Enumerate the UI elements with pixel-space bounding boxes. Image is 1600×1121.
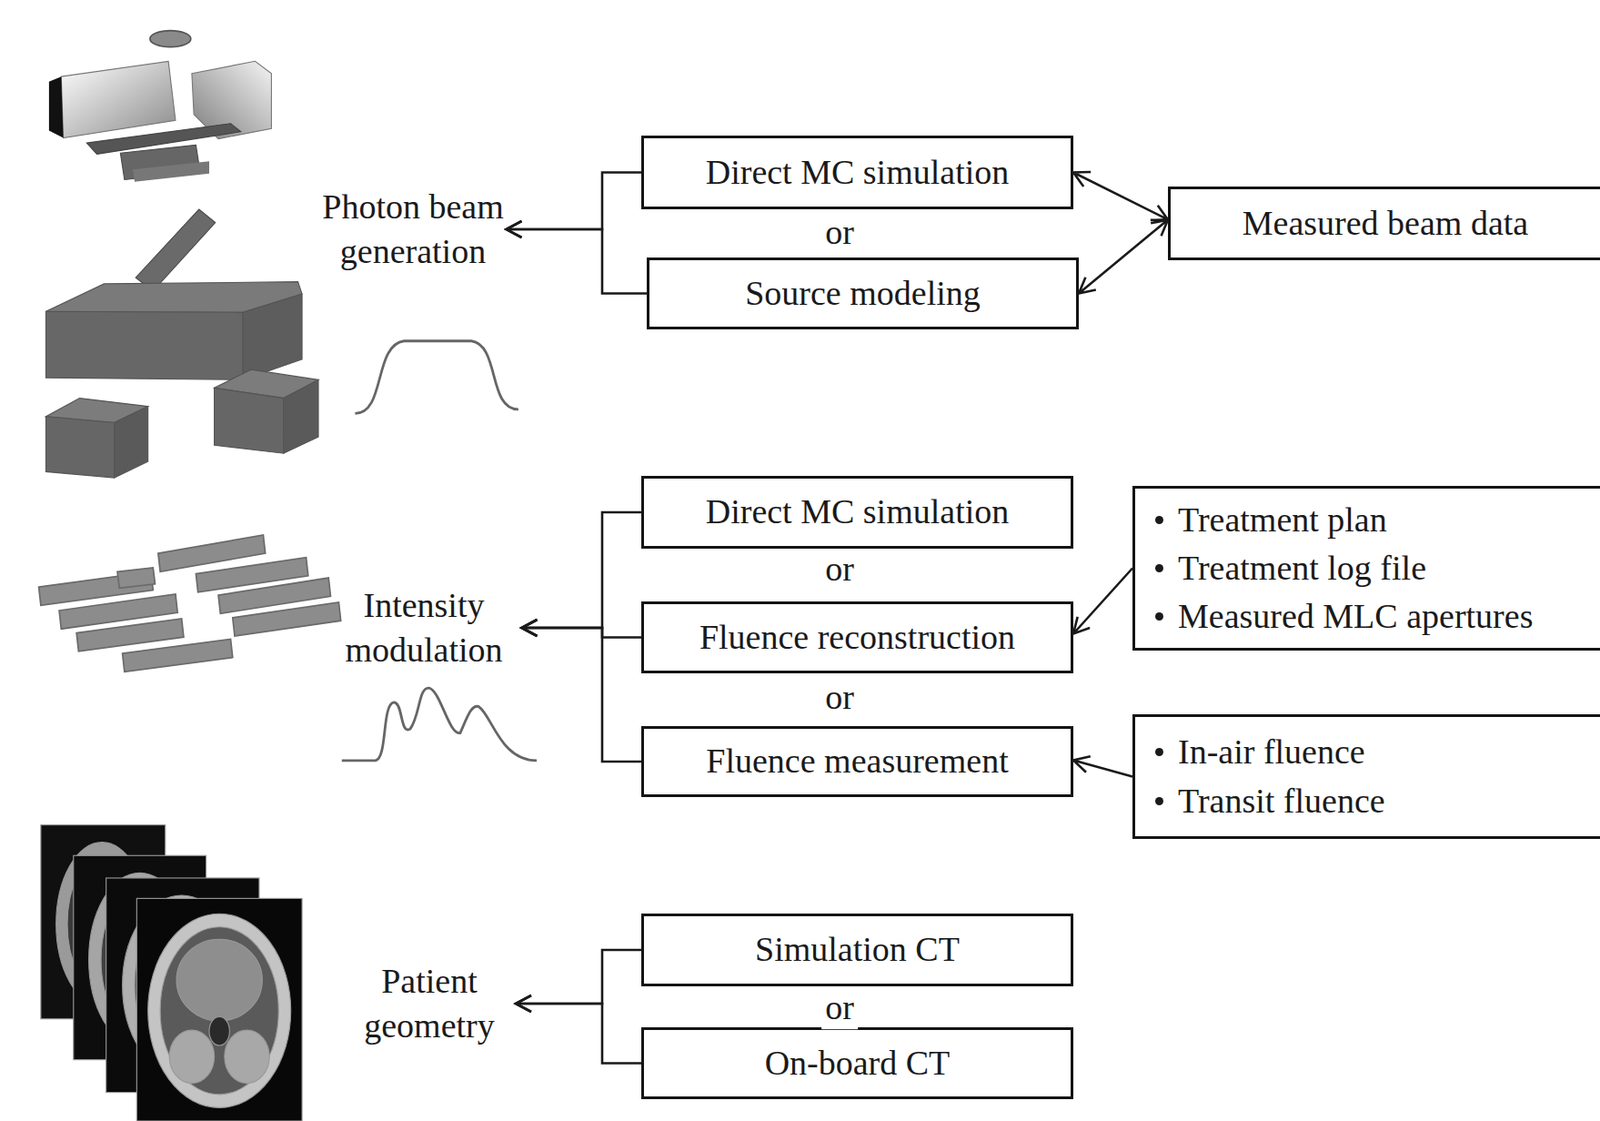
list-item-text: In-air fluence (1177, 727, 1366, 776)
bullet-dot (1155, 612, 1164, 621)
connector-arrow (522, 619, 643, 762)
box-text: Fluence measurement (705, 738, 1008, 784)
box-text: Simulation CT (754, 926, 960, 972)
connector-arrow (1073, 568, 1133, 634)
method-box: Direct MC simulation (641, 475, 1074, 549)
or-label: or (821, 676, 858, 719)
box-text: Direct MC simulation (705, 150, 1010, 195)
bullet-dot (1155, 515, 1164, 524)
list-row: Measured MLC apertures (1155, 592, 1533, 641)
connector-arrow (515, 995, 642, 1064)
method-box: Source modeling (646, 257, 1079, 330)
stage-text: Patient geometry (342, 958, 516, 1049)
stage-label: Patient geometry (342, 958, 516, 1049)
method-box: Fluence reconstruction (641, 601, 1074, 674)
input-box: Measured beam data (1167, 186, 1600, 261)
connector-arrow (506, 172, 643, 239)
input-list-box: Treatment planTreatment log fileMeasured… (1132, 485, 1600, 651)
list-row: Treatment log file (1155, 543, 1427, 593)
connector-arrow (1073, 171, 1168, 221)
box-text: Direct MC simulation (705, 489, 1010, 534)
or-label: or (821, 548, 858, 591)
list-row: In-air fluence (1155, 727, 1366, 776)
stage-text: Intensity modulation (326, 583, 523, 674)
list-row: Transit fluence (1155, 776, 1386, 826)
list-item-text: Transit fluence (1177, 776, 1386, 826)
bullet-dot (1155, 796, 1164, 806)
connector-arrow (506, 221, 648, 294)
or-label: or (821, 986, 858, 1029)
list-row: Treatment plan (1155, 495, 1388, 544)
method-box: On-board CT (641, 1026, 1074, 1099)
list-item-text: Treatment log file (1177, 543, 1427, 593)
stage-text: Photon beam generation (320, 184, 507, 275)
stage-label: Intensity modulation (326, 583, 523, 674)
list-item-text: Measured MLC apertures (1177, 592, 1533, 641)
connector-arrow (1078, 219, 1168, 293)
method-box: Direct MC simulation (641, 135, 1074, 210)
method-box: Simulation CT (641, 913, 1074, 987)
connector-arrow (1073, 755, 1133, 776)
connector-arrow (522, 512, 643, 636)
box-text: Measured beam data (1242, 201, 1529, 246)
bullet-dot (1155, 747, 1164, 756)
box-text: Source modeling (744, 271, 981, 316)
stage-label: Photon beam generation (320, 184, 507, 275)
box-text: On-board CT (764, 1040, 951, 1086)
box-text: Fluence reconstruction (699, 614, 1016, 660)
list-item-text: Treatment plan (1177, 495, 1388, 544)
bullet-dot (1155, 563, 1164, 573)
method-box: Fluence measurement (641, 725, 1074, 797)
or-label: or (821, 211, 858, 254)
input-list-box: In-air fluenceTransit fluence (1132, 714, 1600, 839)
